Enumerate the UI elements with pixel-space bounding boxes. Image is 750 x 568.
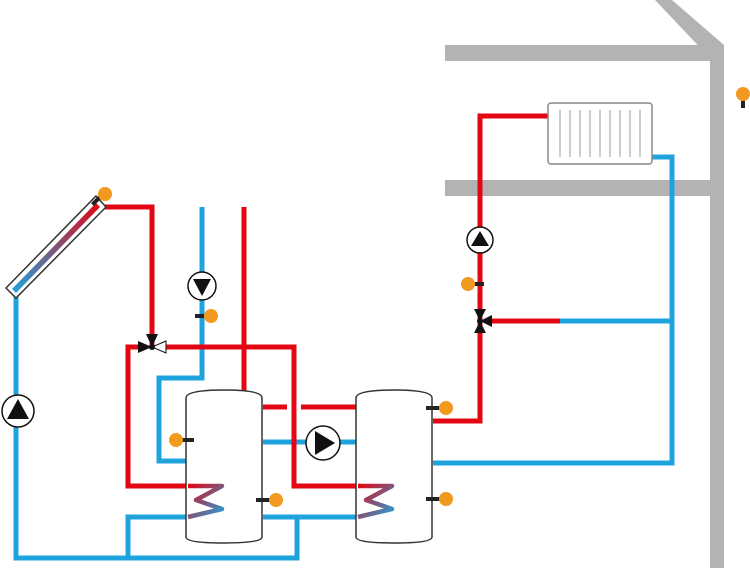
tank-2-heat-exchanger-coil <box>357 483 395 520</box>
three-way-valve-collector <box>138 334 167 354</box>
sensor-outdoor <box>736 87 750 108</box>
building-floor-slab <box>445 180 720 196</box>
valve-icon <box>138 341 152 353</box>
pump-direction-up-icon <box>471 231 489 246</box>
valve-icon <box>474 321 486 333</box>
pump-direction-down-icon <box>193 279 211 296</box>
valve-to-tank2-pipe <box>166 344 358 489</box>
three-way-mixing-valve-heating <box>474 309 492 333</box>
solar-collector <box>4 194 108 300</box>
temperature-sensor-icon <box>736 87 750 101</box>
storage-tank-2 <box>355 389 433 544</box>
cold-pipes <box>13 154 675 561</box>
sensor-tank-2-bottom <box>426 492 453 506</box>
valve-to-tank1-pipe <box>125 344 188 489</box>
storage-tank-1 <box>185 389 263 544</box>
heating-return-pipe <box>433 154 675 466</box>
valve-icon <box>150 340 167 354</box>
pump-direction-up-icon <box>7 399 29 419</box>
radiator <box>547 102 653 165</box>
radiator-fins <box>559 110 641 157</box>
tank-1-body <box>185 389 263 544</box>
valve-actuator-icon <box>477 318 483 324</box>
valve-icon <box>146 334 158 347</box>
tank-2-body <box>355 389 433 544</box>
tank-transfer-pump <box>305 425 341 461</box>
valve-icon <box>474 309 486 321</box>
collector-flow-pipe <box>100 204 155 347</box>
temperature-sensor-icon <box>169 433 183 447</box>
temperature-sensor-icon <box>439 401 453 415</box>
building-upper-ceiling <box>445 45 720 61</box>
collector-return-pipe <box>13 288 300 561</box>
temperature-sensors <box>91 87 750 507</box>
collector-absorber <box>12 203 100 293</box>
temperature-sensor-icon <box>439 492 453 506</box>
heating-flow-pipe <box>433 113 549 424</box>
tank-1-heat-exchanger-coil <box>187 483 225 520</box>
sensor-tank-1-middle <box>169 433 194 447</box>
sensor-hot-water-pump <box>195 309 218 323</box>
building-structure <box>445 0 724 568</box>
sensor-heating-flow <box>461 277 484 291</box>
temperature-sensor-icon <box>204 309 218 323</box>
valve-actuator-icon <box>149 344 155 350</box>
hot-water-circuit-pump <box>187 271 217 301</box>
sensor-tank-2-top <box>426 401 453 415</box>
temperature-sensor-icon <box>461 277 475 291</box>
sensor-tank-1-bottom <box>256 493 283 507</box>
heating-circuit-pump <box>466 226 494 254</box>
temperature-sensor-icon <box>98 187 112 201</box>
pump-direction-right-icon <box>315 431 335 455</box>
collector-circuit-pump <box>1 394 35 428</box>
tank1-coil-bottom-pipe <box>125 514 188 558</box>
cold-water-feed-pipe <box>156 207 205 464</box>
sensor-collector <box>91 187 112 206</box>
building-exterior-wall <box>710 45 724 568</box>
temperature-sensor-icon <box>269 493 283 507</box>
valve-icon <box>480 315 492 327</box>
building-roof <box>655 0 724 58</box>
